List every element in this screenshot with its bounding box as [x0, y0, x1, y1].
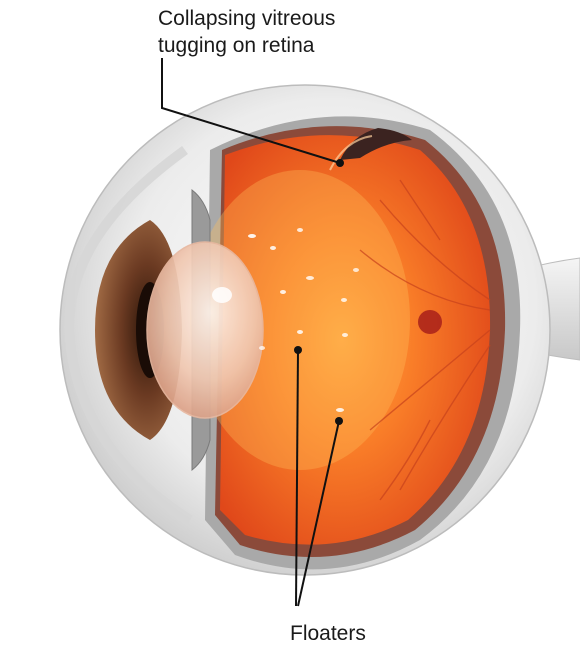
label-vitreous-line-2: tugging on retina: [158, 34, 315, 57]
lens-highlight: [212, 287, 232, 303]
lens: [147, 242, 263, 418]
label-vitreous-line-1: Collapsing vitreous: [158, 7, 335, 30]
macula: [418, 310, 442, 334]
label-floaters: Floaters: [290, 622, 366, 645]
